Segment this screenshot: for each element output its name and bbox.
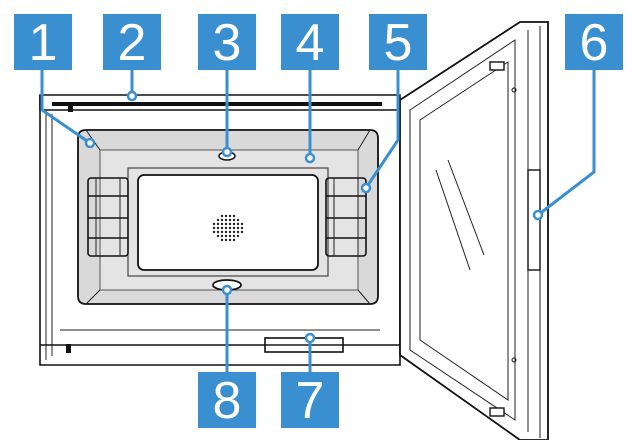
callout-7: 7 — [281, 372, 339, 430]
left-shelf-supports — [87, 177, 129, 257]
callout-1-label: 1 — [29, 14, 58, 72]
callout-7-label: 7 — [296, 372, 325, 430]
callout-3-label: 3 — [213, 14, 242, 72]
callout-2: 2 — [103, 14, 161, 72]
callout-8-label: 8 — [213, 372, 242, 430]
right-shelf-supports — [325, 177, 367, 257]
callout-3: 3 — [198, 14, 256, 72]
callout-5: 5 — [369, 14, 427, 72]
top-strip-slot — [52, 102, 382, 106]
leader-6 — [537, 70, 596, 217]
callout-4-label: 4 — [296, 14, 325, 72]
fan-perforation — [212, 214, 244, 242]
leader-lines — [40, 70, 596, 372]
callout-1: 1 — [14, 14, 72, 72]
callout-2-label: 2 — [118, 14, 147, 72]
door-seal — [527, 169, 541, 271]
bottom-vent-slot — [264, 337, 344, 353]
leader-1 — [40, 70, 91, 145]
leader-5 — [364, 70, 400, 189]
callout-8: 8 — [198, 372, 256, 430]
callout-5-label: 5 — [384, 14, 413, 72]
oven-body — [39, 94, 401, 366]
fan-cover — [137, 174, 319, 271]
callout-6: 6 — [565, 14, 623, 72]
oven-cavity — [77, 129, 379, 305]
oven-door — [399, 21, 549, 440]
callout-4: 4 — [281, 14, 339, 72]
callout-6-label: 6 — [580, 14, 609, 72]
